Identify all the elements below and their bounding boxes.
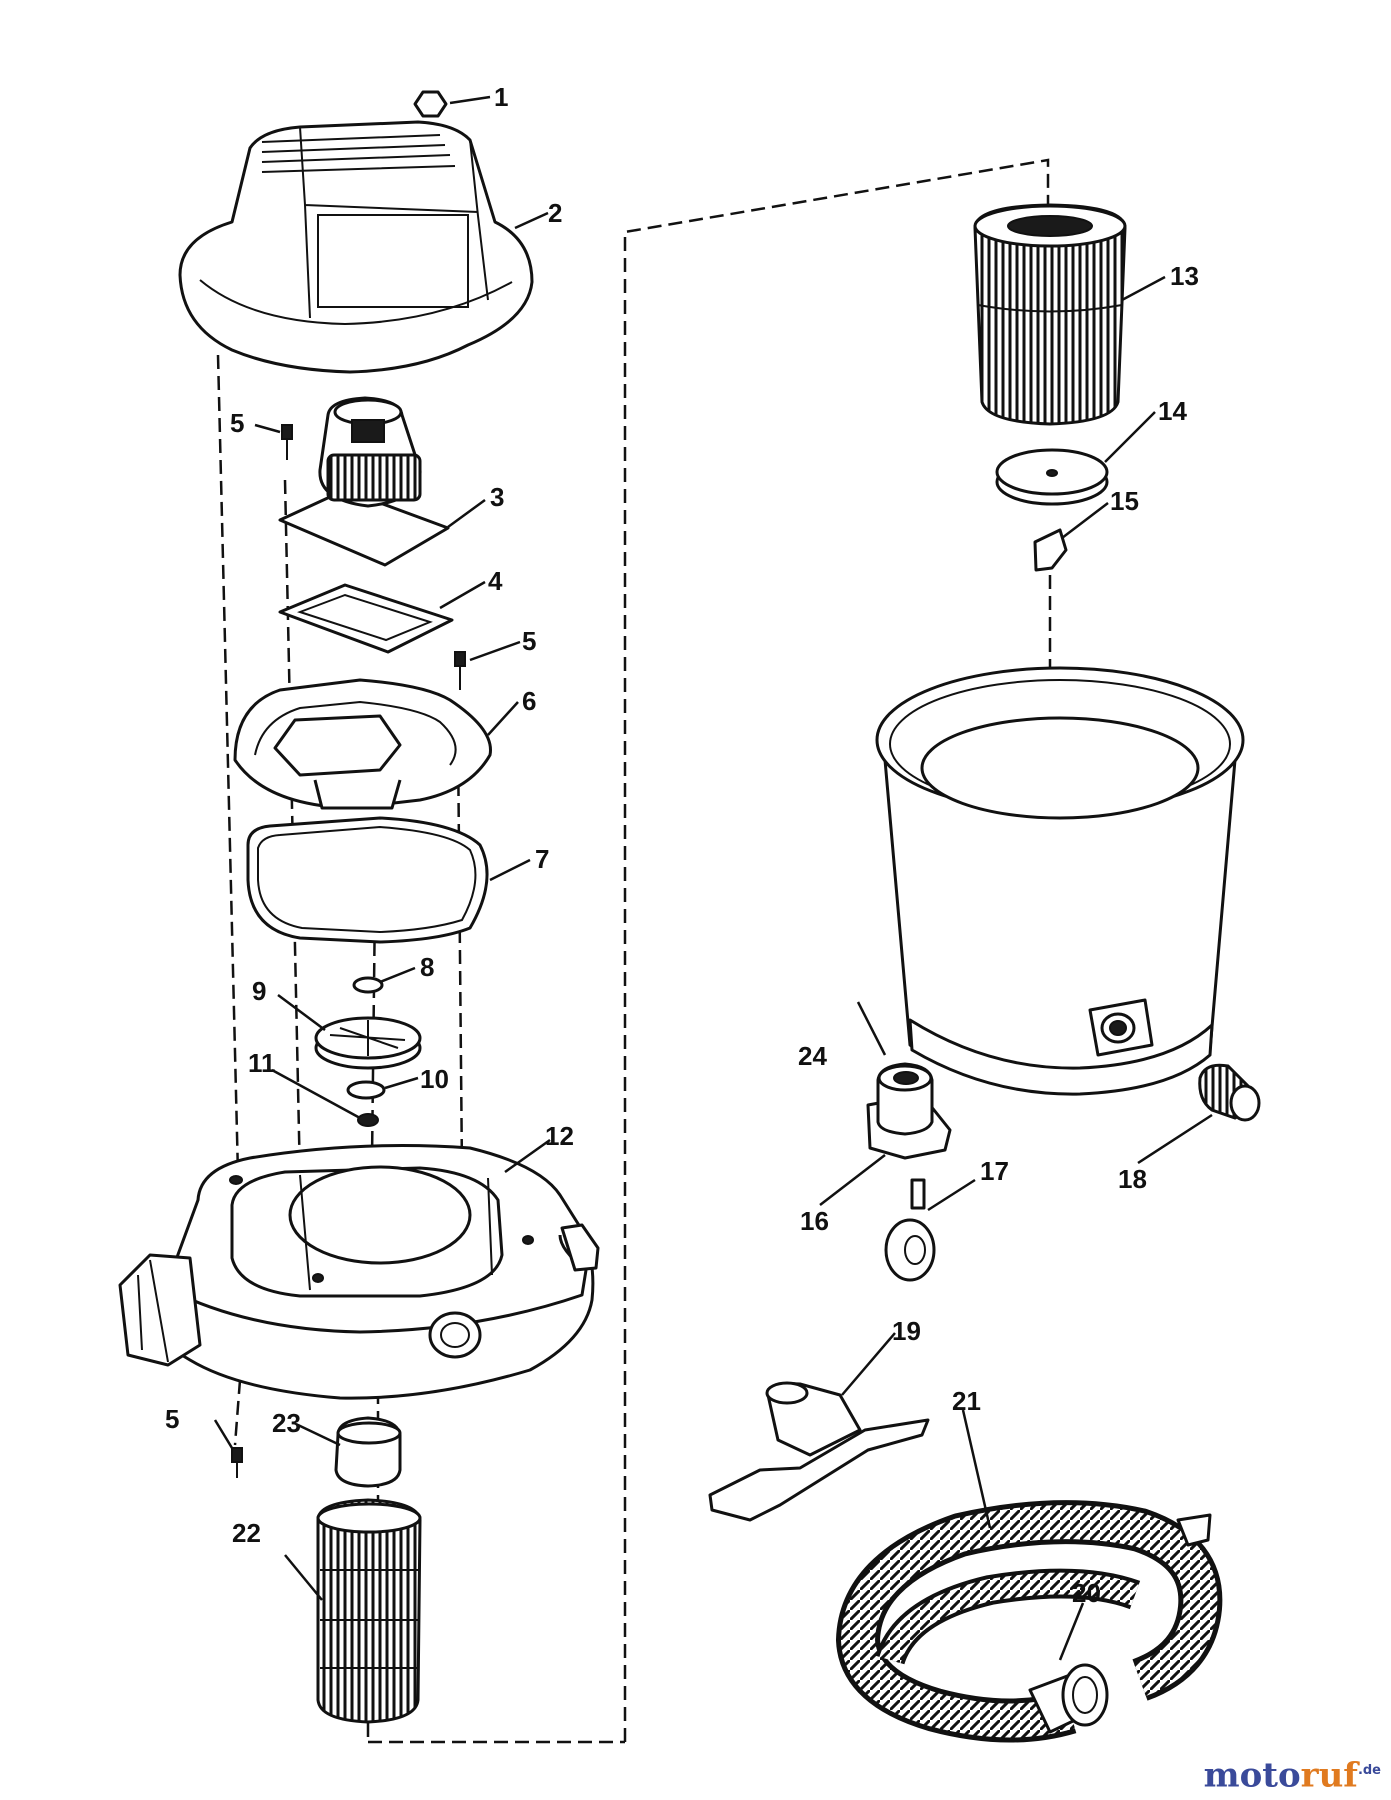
- callout-10: 10: [420, 1064, 449, 1094]
- callout-15: 15: [1110, 486, 1139, 516]
- callout-5b: 5: [522, 626, 536, 656]
- callout-3: 3: [490, 482, 504, 512]
- part-1-nut: [413, 90, 448, 118]
- callout-20: 20: [1072, 1578, 1101, 1608]
- callout-6: 6: [522, 686, 536, 716]
- part-12-motor-housing: [118, 1144, 600, 1400]
- callout-24: 24: [798, 1041, 827, 1071]
- callout-22: 22: [232, 1518, 261, 1548]
- part-22-foam-filter: [316, 1498, 422, 1724]
- callout-18: 18: [1118, 1164, 1147, 1194]
- part-8-washer: [352, 976, 384, 994]
- part-2-top-hood: [178, 120, 534, 374]
- part-10-washer: [346, 1080, 386, 1100]
- watermark-logo: motoruf.de: [1204, 1754, 1381, 1792]
- watermark-suffix: .de: [1357, 1762, 1381, 1778]
- part-13-cartridge-filter: [973, 203, 1127, 426]
- part-15-wing-nut: [1033, 528, 1068, 572]
- callout-16: 16: [800, 1206, 829, 1236]
- part-4-gasket: [278, 583, 454, 654]
- callout-11: 11: [248, 1048, 276, 1078]
- callout-7: 7: [535, 844, 549, 874]
- callout-5a: 5: [230, 408, 244, 438]
- callout-23: 23: [272, 1408, 301, 1438]
- part-3-motor: [278, 396, 450, 567]
- callout-5c: 5: [165, 1404, 179, 1434]
- callout-19: 19: [892, 1316, 921, 1346]
- part-17-caster-wheel: [884, 1178, 936, 1282]
- callout-4: 4: [488, 566, 503, 596]
- callout-12: 12: [545, 1121, 574, 1151]
- callout-2: 2: [548, 198, 562, 228]
- watermark-name-blue: moto: [1203, 1755, 1301, 1795]
- callout-17: 17: [980, 1156, 1009, 1186]
- part-7-seal-ring: [246, 816, 489, 944]
- watermark-name-orange: ruf: [1300, 1755, 1358, 1795]
- part-11-nut: [357, 1113, 379, 1127]
- part-14-filter-plate: [995, 448, 1109, 506]
- leader-lines: [213, 95, 1213, 1661]
- part-16-caster-mount: [866, 1062, 952, 1160]
- callout-9: 9: [252, 976, 266, 1006]
- part-23-adapter: [334, 1416, 402, 1488]
- part-19-floor-nozzle: [708, 1381, 930, 1522]
- callout-8: 8: [420, 952, 434, 982]
- callout-21: 21: [952, 1386, 981, 1416]
- part-20-hose-cuff: [1028, 1663, 1109, 1734]
- part-24-collection-drum: [875, 666, 1245, 1096]
- part-21-hose: [835, 1500, 1223, 1743]
- part-9-float-disc: [314, 1016, 422, 1070]
- part-18-drain-cap: [1198, 1063, 1261, 1122]
- part-5-screws: [231, 424, 466, 1478]
- callout-1: 1: [494, 82, 508, 112]
- callout-13: 13: [1170, 261, 1199, 291]
- part-6-filter-cage: [233, 678, 492, 810]
- hood-grille: [261, 134, 456, 173]
- callout-14: 14: [1158, 396, 1187, 426]
- callout-labels: 1 2 3 4 5 5 5 6 7 8 9 10 11 12 13 14 15 …: [165, 82, 1199, 1608]
